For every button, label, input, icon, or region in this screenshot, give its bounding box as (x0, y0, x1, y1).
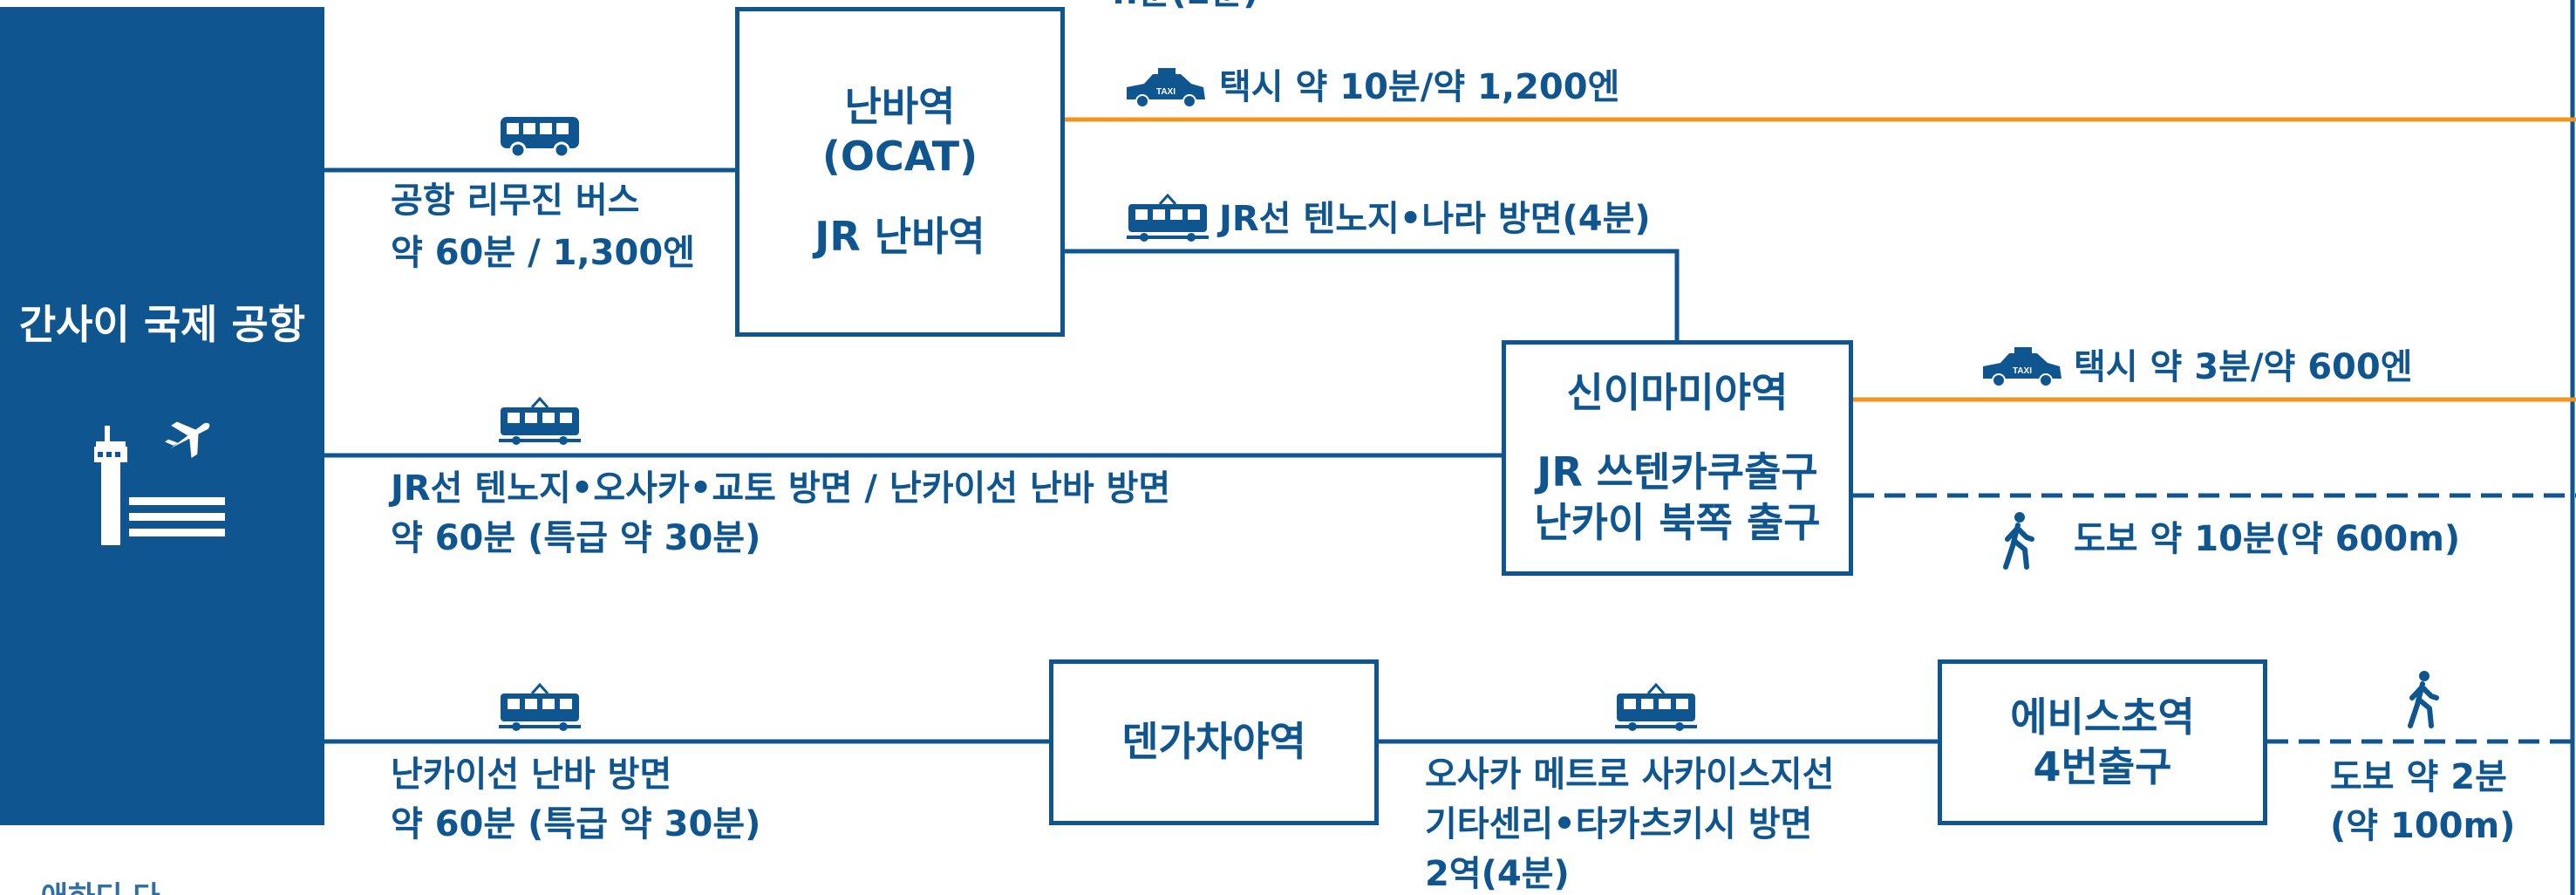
namba-station-name: 난바역 (844, 82, 956, 130)
top-cut-label: ..분(2분) (1112, 0, 1258, 14)
limousine-label-line2: 약 60분 / 1,300엔 (391, 233, 695, 273)
tengachaya-station-box: 덴가차야역 (1049, 659, 1379, 825)
ebisucho-exit: 4번출구 (2033, 743, 2172, 790)
svg-text:TAXI: TAXI (1156, 87, 1176, 97)
shinimamiya-station-name: 신이마미야역 (1566, 368, 1789, 416)
bus-icon (501, 117, 579, 159)
tengachaya-station-name: 덴가차야역 (1121, 718, 1306, 766)
limousine-label-line1: 공항 리무진 버스 (391, 181, 640, 221)
jr-nankai-label-line2: 약 60분 (특급 약 30분) (391, 518, 761, 558)
shinimamiya-nankai-exit: 난카이 북쪽 출구 (1534, 498, 1821, 546)
train-icon (1615, 683, 1697, 731)
train-icon (499, 397, 581, 445)
metro-label-line1: 오사카 메트로 사카이스지선 (1425, 755, 1835, 795)
airport-name: 간사이 국제 공항 (18, 301, 306, 348)
shinimamiya-station-box: 신이마미야역 JR 쓰텐카쿠출구 난카이 북쪽 출구 (1502, 340, 1853, 576)
shinimamiya-jr-exit: JR 쓰텐카쿠출구 (1537, 448, 1818, 496)
ebisucho-walk-label-line2: (약 100m) (2330, 806, 2516, 846)
namba-jr-label: JR선 텐노지•나라 방면(4분) (1219, 199, 1651, 239)
train-icon (1127, 194, 1209, 242)
nankai-label-line2: 약 60분 (특급 약 30분) (391, 804, 761, 844)
svg-text:TAXI: TAXI (2013, 366, 2032, 376)
nankai-label-line1: 난카이선 난바 방면 (391, 755, 672, 795)
walking-icon (2003, 512, 2034, 570)
jr-nankai-label-line1: JR선 텐노지•오사카•교토 방면 / 난카이선 난바 방면 (391, 468, 1171, 509)
shinimamiya-walk-label: 도보 약 10분(약 600m) (2074, 519, 2461, 559)
namba-taxi-label: 택시 약 10분/약 1,200엔 (1219, 67, 1620, 107)
metro-label-line3: 2역(4분) (1425, 854, 1570, 894)
namba-station-ocat: (OCAT) (821, 133, 978, 181)
namba-jr-route-line (1061, 249, 1680, 340)
namba-station-box: 난바역 (OCAT) JR 난바역 (735, 7, 1065, 337)
train-icon (499, 683, 581, 731)
metro-label-line2: 기타센리•타카츠키시 방면 (1425, 804, 1813, 844)
ebisucho-station-box: 에비스초역 4번출구 (1938, 659, 2267, 825)
shinimamiya-taxi-label: 택시 약 3분/약 600엔 (2074, 347, 2413, 387)
ebisucho-station-name: 에비스초역 (2010, 693, 2195, 741)
ebisucho-walk-label-line1: 도보 약 2분 (2330, 757, 2507, 797)
walking-icon (2408, 671, 2439, 728)
taxi-icon: TAXI (1127, 68, 1205, 108)
taxi-icon: TAXI (1983, 347, 2061, 387)
airport-panel: 간사이 국제 공항 (0, 7, 324, 825)
airport-tower-plane-icon (94, 421, 225, 545)
footer-cut-label: ...애하디 다 (7, 876, 160, 895)
jr-namba-station-name: JR 난바역 (814, 212, 985, 260)
